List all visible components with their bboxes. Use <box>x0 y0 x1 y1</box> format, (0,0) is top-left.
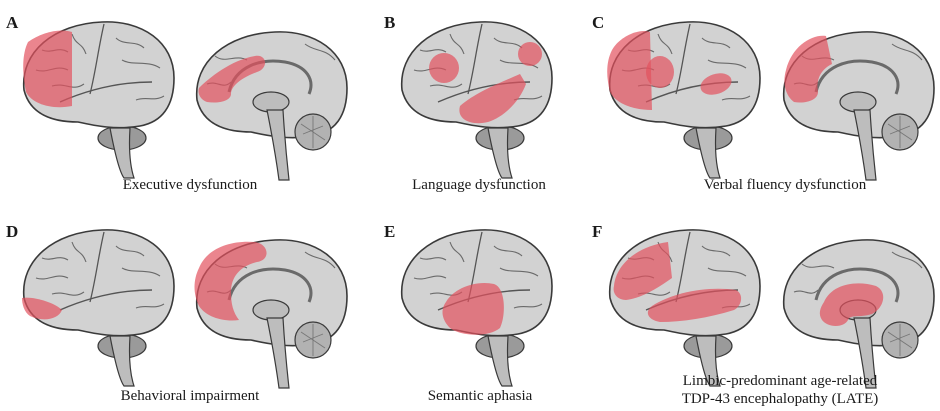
brain-lateral-view <box>390 10 565 180</box>
caption-e: Semantic aphasia <box>405 387 555 405</box>
caption-f-line2: TDP-43 encephalopathy (LATE) <box>660 390 900 408</box>
brain-lateral-view <box>598 10 773 180</box>
frontal-highlight <box>23 30 72 107</box>
brain-medial-view <box>185 20 360 190</box>
caption-c: Verbal fluency dysfunction <box>660 176 910 194</box>
caption-a: Executive dysfunction <box>95 176 285 194</box>
caption-d: Behavioral impairment <box>80 387 300 405</box>
brain-lateral-view <box>598 218 773 388</box>
caption-b: Language dysfunction <box>388 176 570 194</box>
frontal-highlight-2 <box>646 56 674 88</box>
brain-lateral-view <box>390 218 565 388</box>
brain-lateral-view <box>12 218 187 388</box>
broca-highlight <box>429 53 459 83</box>
brain-medial-view <box>772 20 940 190</box>
brain-lateral-view <box>12 10 187 180</box>
caption-f-line1: Limbic-predominant age-related <box>660 372 900 390</box>
brain-medial-view <box>185 228 360 398</box>
parietal-highlight <box>518 42 542 66</box>
